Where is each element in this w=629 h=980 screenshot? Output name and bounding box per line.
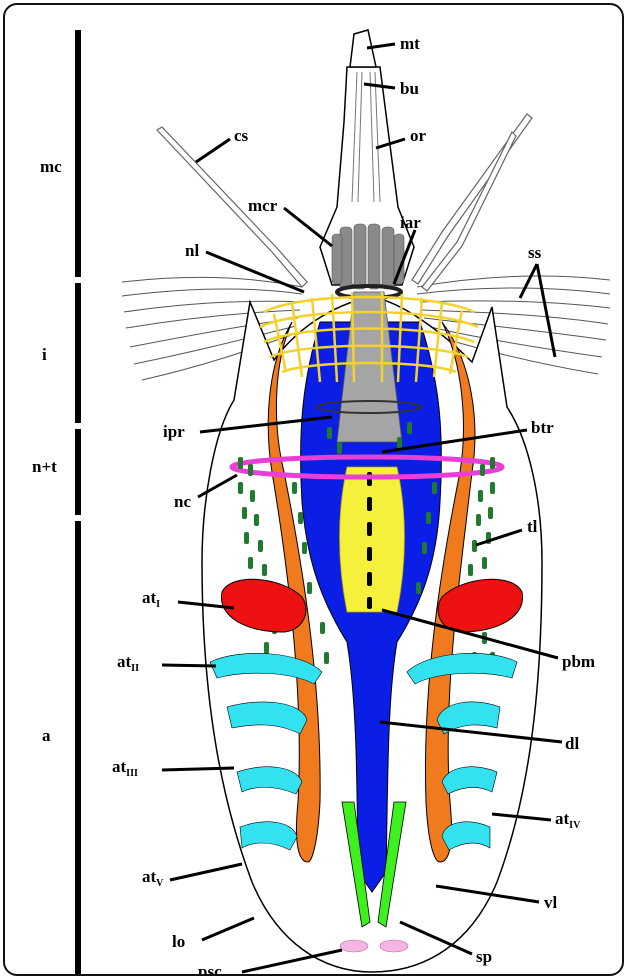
region-label-a: a — [42, 726, 51, 745]
label-bu: bu — [400, 79, 419, 98]
label-pbm: pbm — [562, 652, 595, 671]
label-vl: vl — [544, 893, 558, 912]
label-at-III-sub: III — [126, 768, 138, 779]
label-ss: ss — [528, 243, 542, 262]
region-bar-a — [75, 521, 81, 976]
label-nl: nl — [185, 241, 199, 260]
region-label-i: i — [42, 345, 47, 364]
label-lo: lo — [172, 932, 185, 951]
label-at-I-base: at — [142, 588, 157, 607]
label-sp: sp — [476, 947, 492, 966]
label-tl: tl — [527, 517, 538, 536]
region-bar-i — [75, 283, 81, 423]
mouth-cone-retractors — [332, 224, 404, 289]
region-bar-mc — [75, 30, 81, 277]
label-psc: psc — [198, 962, 222, 976]
label-at-III: atIII — [112, 757, 138, 779]
label-nc: nc — [174, 492, 191, 511]
diagram-frame: mc i n+t a — [3, 3, 624, 976]
label-at-II-sub: II — [131, 663, 139, 674]
label-at-V-base: at — [142, 867, 157, 886]
label-or: or — [410, 126, 427, 145]
label-iar: iar — [400, 213, 421, 232]
label-btr: btr — [531, 418, 554, 437]
label-ipr: ipr — [163, 422, 185, 441]
anatomy-diagram: mc i n+t a — [5, 5, 624, 976]
label-dl: dl — [565, 734, 579, 753]
region-label-nt: n+t — [32, 457, 57, 476]
region-label-mc: mc — [40, 157, 62, 176]
label-at-II: atII — [117, 652, 139, 674]
region-bars — [75, 30, 81, 976]
label-at-V-sub: V — [156, 878, 164, 889]
label-mt: mt — [400, 34, 420, 53]
label-mcr: mcr — [248, 196, 278, 215]
label-at-II-base: at — [117, 652, 132, 671]
label-at-III-base: at — [112, 757, 127, 776]
label-at-V: atV — [142, 867, 164, 889]
label-at-I-sub: I — [156, 599, 160, 610]
yellow-central-body — [340, 467, 405, 612]
region-bar-nt — [75, 429, 81, 515]
label-at-IV-sub: IV — [569, 820, 581, 831]
label-at-I: atI — [142, 588, 160, 610]
label-cs: cs — [234, 126, 249, 145]
label-at-IV-base: at — [555, 809, 570, 828]
label-at-IV: atIV — [555, 809, 581, 831]
